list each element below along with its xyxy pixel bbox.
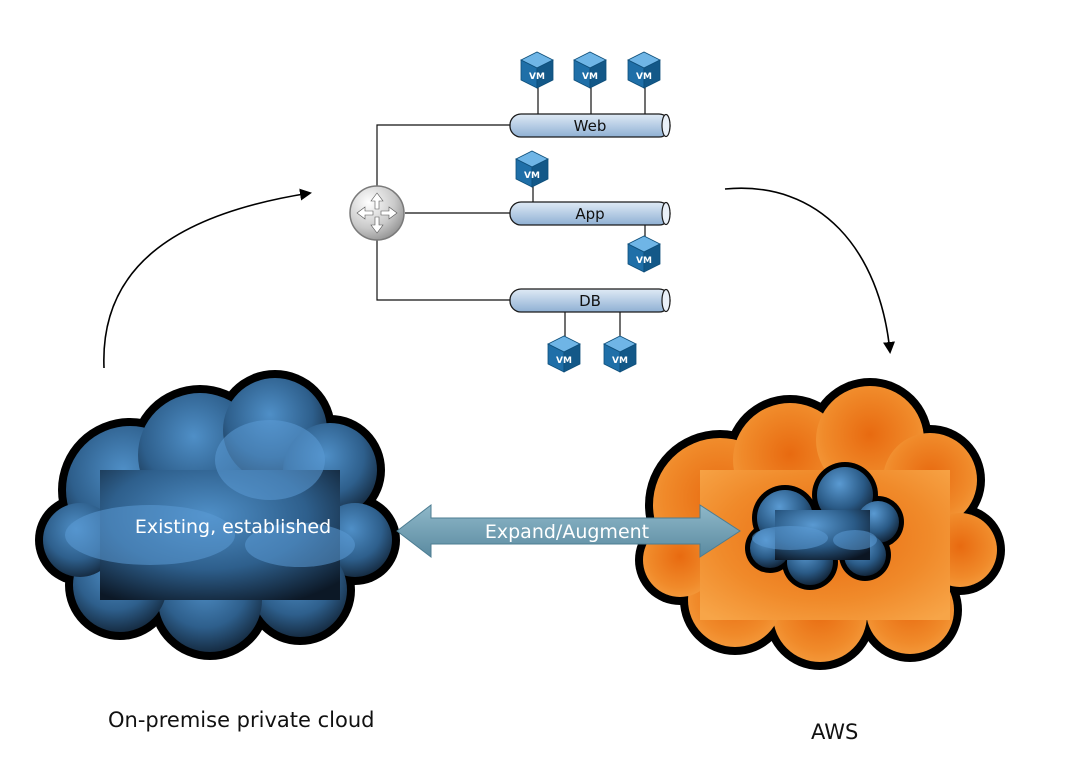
vm-icon: VM [627,51,661,89]
bus-app: App [509,201,671,226]
svg-text:VM: VM [524,171,540,181]
aws-caption: AWS [811,720,859,744]
bus-label-web: Web [574,117,607,135]
bus-label-db: DB [579,292,601,310]
private-cloud-label: Existing, established [135,516,331,538]
svg-text:VM: VM [556,356,572,366]
vm-icon: VM [573,51,607,89]
bus-db: DB [509,288,671,313]
svg-text:VM: VM [582,72,598,82]
bus-label-app: App [575,205,604,223]
flow-arrow-right [724,187,895,354]
vm-icon: VM [547,335,581,373]
expand-augment-arrow: Expand/Augment [396,503,741,559]
bus-web: Web [509,113,671,138]
svg-text:VM: VM [636,72,652,82]
vm-icon: VM [515,150,549,188]
svg-text:VM: VM [612,356,628,366]
flow-arrow-left [103,188,312,369]
aws-inner-cloud [745,462,904,590]
network-links [376,84,646,340]
router-icon [349,185,405,241]
vm-icon: VM [520,51,554,89]
vm-icon: VM [603,335,637,373]
on-premise-caption: On-premise private cloud [108,708,375,732]
svg-text:VM: VM [529,72,545,82]
aws-cloud [635,378,1005,670]
expand-augment-label: Expand/Augment [485,521,649,543]
private-cloud: Existing, established [35,370,400,660]
vm-icon: VM [627,235,661,273]
svg-text:VM: VM [636,256,652,266]
